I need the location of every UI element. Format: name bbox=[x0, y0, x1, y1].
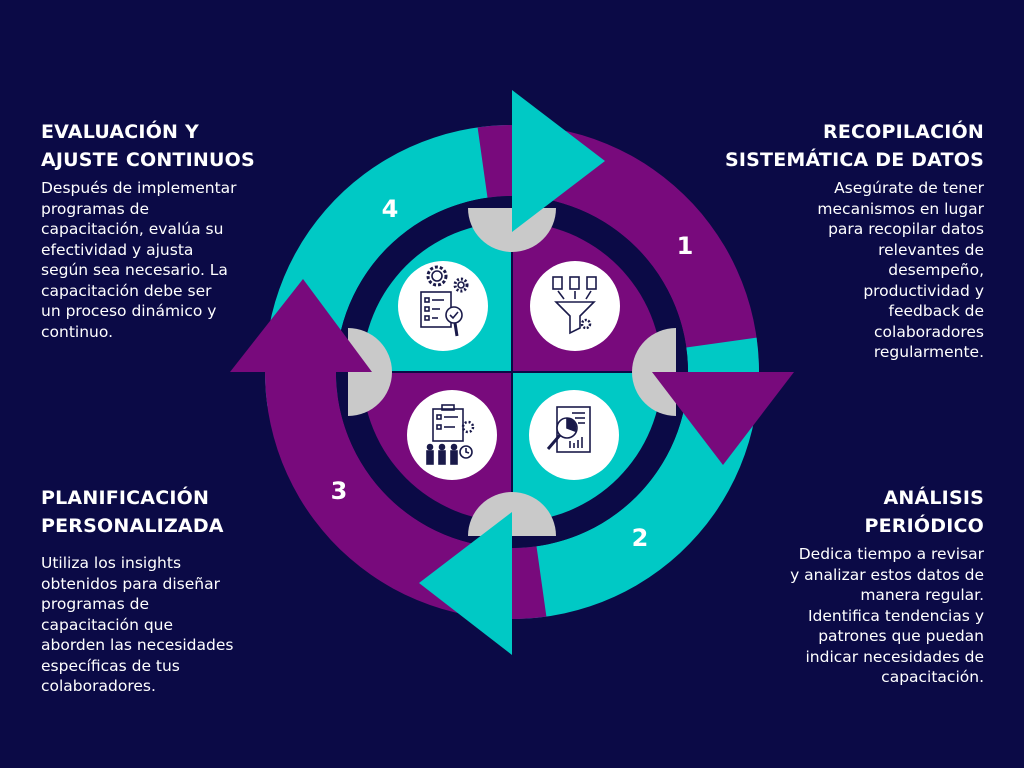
step-number-3: 3 bbox=[331, 477, 348, 505]
arrow-1-head bbox=[652, 372, 794, 465]
description-line: obtenidos para diseñar bbox=[41, 574, 220, 593]
description-line: Después de implementar bbox=[41, 179, 237, 197]
description-line: Identifica tendencias y bbox=[807, 606, 984, 625]
title-line: EVALUACIÓN Y bbox=[41, 121, 199, 143]
description-line: Dedica tiempo a revisar bbox=[798, 545, 984, 563]
description-line: capacitación debe ser bbox=[41, 281, 212, 300]
step-1-description: Asegúrate de tener mecanismos en lugar p… bbox=[725, 178, 984, 363]
title-line: PERIÓDICO bbox=[864, 515, 984, 537]
report-analysis-icon bbox=[529, 390, 619, 480]
gear-checklist-icon bbox=[398, 261, 488, 351]
description-line: y analizar estos datos de bbox=[790, 565, 984, 584]
step-number-2: 2 bbox=[632, 524, 649, 552]
title-line: PLANIFICACIÓN bbox=[41, 487, 210, 509]
description-line: feedback de bbox=[888, 302, 984, 320]
description-line: continuo. bbox=[41, 322, 113, 341]
step-3-block: PLANIFICACIÓN PERSONALIZADA Utiliza los i… bbox=[41, 484, 233, 697]
step-number-1: 1 bbox=[677, 232, 694, 260]
description-line: colaboradores. bbox=[41, 677, 156, 695]
description-line: Asegúrate de tener bbox=[834, 179, 984, 197]
description-line: desempeño, bbox=[888, 261, 984, 279]
description-line: Utiliza los insights bbox=[41, 554, 182, 572]
step-1-title: RECOPILACIÓN SISTEMÁTICA DE DATOS bbox=[725, 118, 984, 174]
title-line: RECOPILACIÓN bbox=[823, 121, 984, 143]
step-3-description: Utiliza los insights obtenidos para dise… bbox=[41, 553, 233, 697]
step-4-title: EVALUACIÓN Y AJUSTE CONTINUOS bbox=[41, 118, 255, 174]
description-line: capacitación, evalúa su bbox=[41, 220, 224, 238]
step-2-block: ANÁLISIS PERIÓDICO Dedica tiempo a revisa… bbox=[790, 484, 984, 688]
description-line: relevantes de bbox=[878, 240, 984, 259]
title-line: PERSONALIZADA bbox=[41, 515, 224, 537]
description-line: programas de bbox=[41, 595, 150, 613]
data-funnel-icon bbox=[530, 261, 620, 351]
step-3-title: PLANIFICACIÓN PERSONALIZADA bbox=[41, 484, 233, 540]
description-line: según sea necesario. La bbox=[41, 261, 228, 279]
step-number-4: 4 bbox=[382, 195, 399, 223]
description-line: productividad y bbox=[863, 281, 984, 300]
description-line: aborden las necesidades bbox=[41, 636, 234, 654]
arrow-3-head bbox=[230, 279, 372, 372]
arrow-2-head bbox=[419, 512, 512, 655]
description-line: específicas de tus bbox=[41, 656, 180, 675]
description-line: patrones que puedan bbox=[818, 627, 984, 645]
description-line: regularmente. bbox=[873, 343, 984, 361]
description-line: colaboradores bbox=[874, 322, 984, 341]
title-line: SISTEMÁTICA DE DATOS bbox=[725, 149, 984, 171]
team-planning-icon bbox=[407, 390, 497, 480]
step-1-block: RECOPILACIÓN SISTEMÁTICA DE DATOS Asegúra… bbox=[725, 118, 984, 363]
description-line: para recopilar datos bbox=[828, 220, 984, 238]
description-line: programas de bbox=[41, 199, 150, 218]
description-line: capacitación que bbox=[41, 615, 174, 634]
step-4-block: EVALUACIÓN Y AJUSTE CONTINUOS Después de … bbox=[41, 118, 255, 342]
description-line: mecanismos en lugar bbox=[817, 199, 984, 218]
title-line: AJUSTE CONTINUOS bbox=[41, 149, 255, 171]
step-2-title: ANÁLISIS PERIÓDICO bbox=[790, 484, 984, 540]
step-2-description: Dedica tiempo a revisar y analizar estos… bbox=[790, 544, 984, 688]
description-line: indicar necesidades de bbox=[805, 647, 985, 666]
title-line: ANÁLISIS bbox=[883, 487, 984, 509]
description-line: capacitación. bbox=[881, 668, 984, 686]
step-4-description: Después de implementar programas de capa… bbox=[41, 178, 255, 342]
arrow-4-head bbox=[512, 90, 605, 232]
description-line: un proceso dinámico y bbox=[41, 302, 217, 320]
description-line: efectividad y ajusta bbox=[41, 240, 194, 259]
description-line: manera regular. bbox=[860, 586, 984, 604]
